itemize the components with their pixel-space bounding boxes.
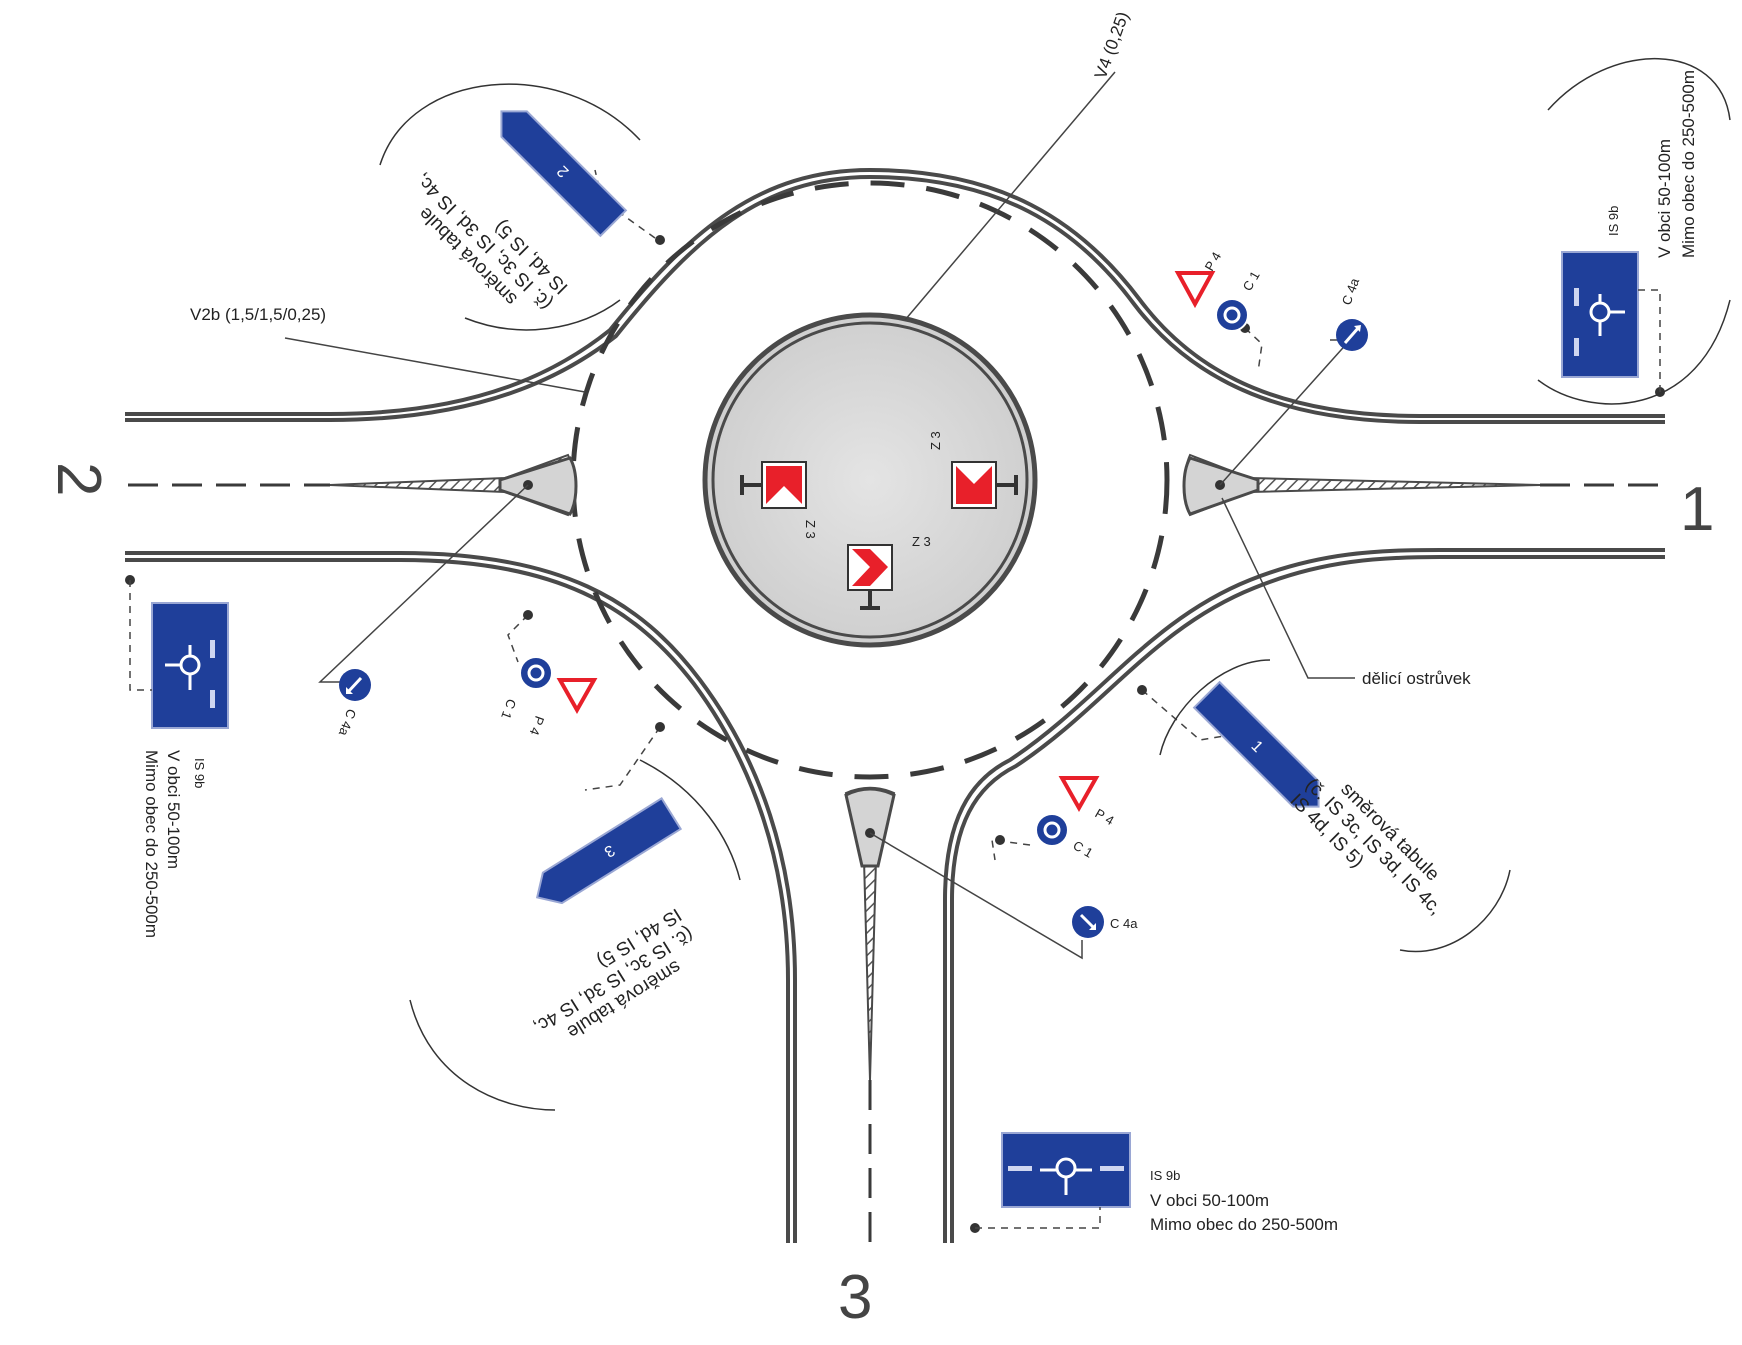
z3-sign-east (951, 461, 1018, 509)
label-c4a-west: C 4a (336, 707, 360, 739)
svg-text:(č. IS 3c, IS 3d, IS 4c,: (č. IS 3c, IS 3d, IS 4c, (412, 169, 557, 314)
label-v4: V4 (0,25) (1091, 9, 1133, 81)
direction-board-west: 2 (500, 110, 628, 238)
label-c4a-south: C 4a (1110, 916, 1138, 931)
arm-number-south: 3 (838, 1263, 872, 1332)
svg-text:(č. IS 3c, IS 3d, IS 4c,: (č. IS 3c, IS 3d, IS 4c, (1301, 774, 1446, 919)
direction-board-east: 1 (1192, 680, 1320, 808)
p4-sign-south (1058, 776, 1100, 813)
is9b-sign-south (1001, 1132, 1131, 1208)
splitter-island-east (1182, 453, 1541, 517)
label-is9b-south-line1: V obci 50-100m (1150, 1191, 1269, 1210)
label-c4a-east: C 4a (1339, 275, 1363, 307)
direction-board-east-text: směrová tabule (č. IS 3c, IS 3d, IS 4c, … (1286, 774, 1446, 919)
label-c1-east: C 1 (1240, 268, 1263, 293)
arm-number-west: 2 (44, 462, 113, 496)
label-is9b-west: IS 9b (192, 758, 207, 788)
z3-sign-west (740, 461, 807, 509)
p4-sign-east (1174, 271, 1216, 309)
z3-sign-south (847, 544, 893, 610)
label-is9b-east: IS 9b (1606, 206, 1621, 236)
callout-arcs (379, 57, 1731, 1111)
arm-number-east: 1 (1680, 475, 1714, 544)
direction-board-south-text: směrová tabule (č. IS 3c, IS 3d, IS 4c, … (530, 904, 697, 1043)
is9b-sign-west (151, 602, 229, 729)
is9b-east-post (1638, 289, 1661, 392)
is9b-west-post (129, 580, 152, 691)
label-p4-east: P 4 (1202, 249, 1225, 273)
direction-board-south: 3 (535, 797, 683, 905)
centerlines (128, 483, 1665, 1243)
label-is9b-west-line2: Mimo obec do 250-500m (142, 750, 161, 938)
central-island (702, 312, 1038, 648)
label-z3-south: Z 3 (912, 534, 931, 549)
label-v2b: V2b (1,5/1,5/0,25) (190, 305, 326, 324)
label-is9b-east-line1: V obci 50-100m (1655, 139, 1674, 258)
c1-sign-east (1215, 298, 1249, 332)
p4-sign-west (556, 678, 598, 715)
splitter-island-south (844, 786, 896, 1081)
splitter-island-west (329, 453, 578, 517)
is9b-sign-east (1561, 251, 1639, 378)
circulating-lane-edge (570, 180, 1170, 780)
label-is9b-south: IS 9b (1150, 1168, 1180, 1183)
is9b-south-post (975, 1207, 1101, 1229)
label-p4-south: P 4 (1093, 806, 1117, 829)
c4a-sign-east (1336, 319, 1368, 351)
c4a-sign-south (1072, 906, 1104, 938)
label-is9b-east-line2: Mimo obec do 250-500m (1679, 70, 1698, 258)
label-p4-west: P 4 (527, 714, 548, 737)
c1-sign-west (519, 656, 553, 690)
label-is9b-south-line2: Mimo obec do 250-500m (1150, 1215, 1338, 1234)
label-island: dělicí ostrůvek (1362, 669, 1471, 688)
label-c1-south: C 1 (1071, 838, 1096, 861)
label-c1-west: C 1 (498, 697, 519, 721)
c4a-sign-west (339, 669, 371, 701)
label-is9b-west-line1: V obci 50-100m (164, 750, 183, 869)
label-z3-west: Z 3 (803, 520, 818, 539)
c1-sign-south (1035, 813, 1069, 847)
road-edges (125, 167, 1665, 1243)
label-z3-east: Z 3 (928, 431, 943, 450)
